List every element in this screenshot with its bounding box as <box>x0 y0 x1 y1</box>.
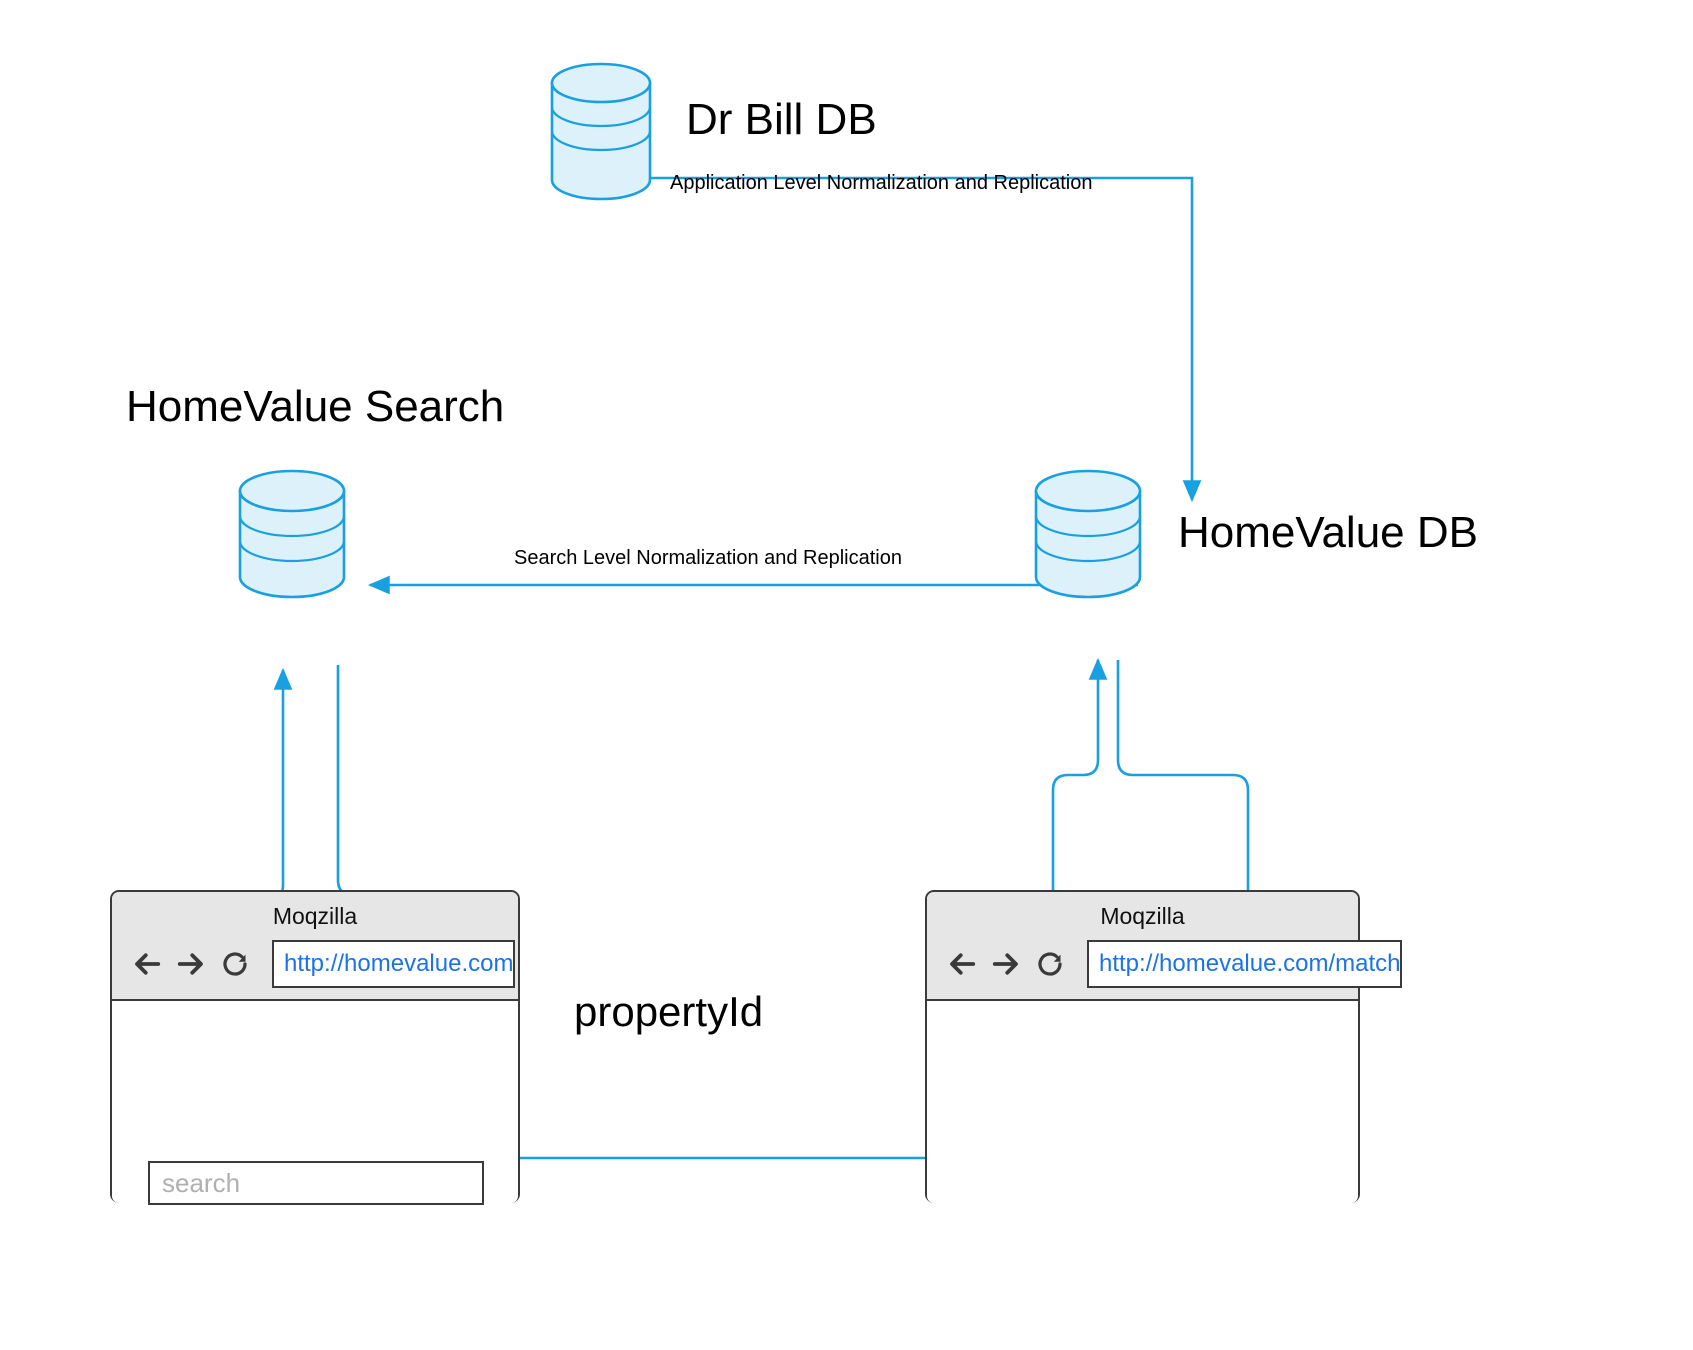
homevalue-db-cylinder <box>1034 469 1142 599</box>
arrow-right-icon[interactable] <box>176 949 206 979</box>
search-input[interactable]: search <box>148 1161 484 1205</box>
search-input-placeholder: search <box>162 1167 241 1198</box>
property-id-flow-label: propertyId <box>574 988 764 1035</box>
arrow-right-icon[interactable] <box>991 949 1021 979</box>
arrow-left-icon[interactable] <box>132 949 162 979</box>
dr-bill-db-label: Dr Bill DB <box>686 95 877 144</box>
url-text-left: http://homevalue.com <box>284 950 514 977</box>
browser-title-left: Moqzilla <box>272 903 358 929</box>
arrow-left-icon[interactable] <box>947 949 977 979</box>
browser-window-right[interactable]: Moqzilla http://homevalue.com/match <box>925 890 1403 1203</box>
edge-drbill-to-homevaluedb <box>651 176 1202 503</box>
browser-chrome-right: Moqzilla http://homevalue.com/match <box>927 892 1403 1001</box>
url-text-right: http://homevalue.com/match <box>1099 950 1401 977</box>
dr-bill-db-cylinder <box>550 62 652 201</box>
browser-nav-row-right: http://homevalue.com/match <box>947 938 1403 990</box>
homevalue-db-label: HomeValue DB <box>1178 508 1478 557</box>
homevalue-search-label: HomeValue Search <box>126 382 505 431</box>
url-bar-right[interactable]: http://homevalue.com/match <box>1087 940 1403 988</box>
url-bar-left[interactable]: http://homevalue.com <box>272 940 516 988</box>
homevalue-search-cylinder <box>238 469 346 599</box>
browser-window-left[interactable]: Moqzilla http://homevalue.com searc <box>110 890 520 1205</box>
browser-title-right: Moqzilla <box>1100 903 1185 929</box>
reload-icon[interactable] <box>1035 949 1065 979</box>
app-level-edge-label: Application Level Normalization and Repl… <box>670 172 1093 194</box>
reload-icon[interactable] <box>220 949 250 979</box>
browser-body-left: search <box>112 1001 518 1205</box>
search-level-edge-label: Search Level Normalization and Replicati… <box>514 547 902 569</box>
browser-nav-row-left: http://homevalue.com <box>132 938 516 990</box>
browser-body-right <box>927 1001 1358 1203</box>
browser-chrome-left: Moqzilla http://homevalue.com <box>112 892 518 1001</box>
